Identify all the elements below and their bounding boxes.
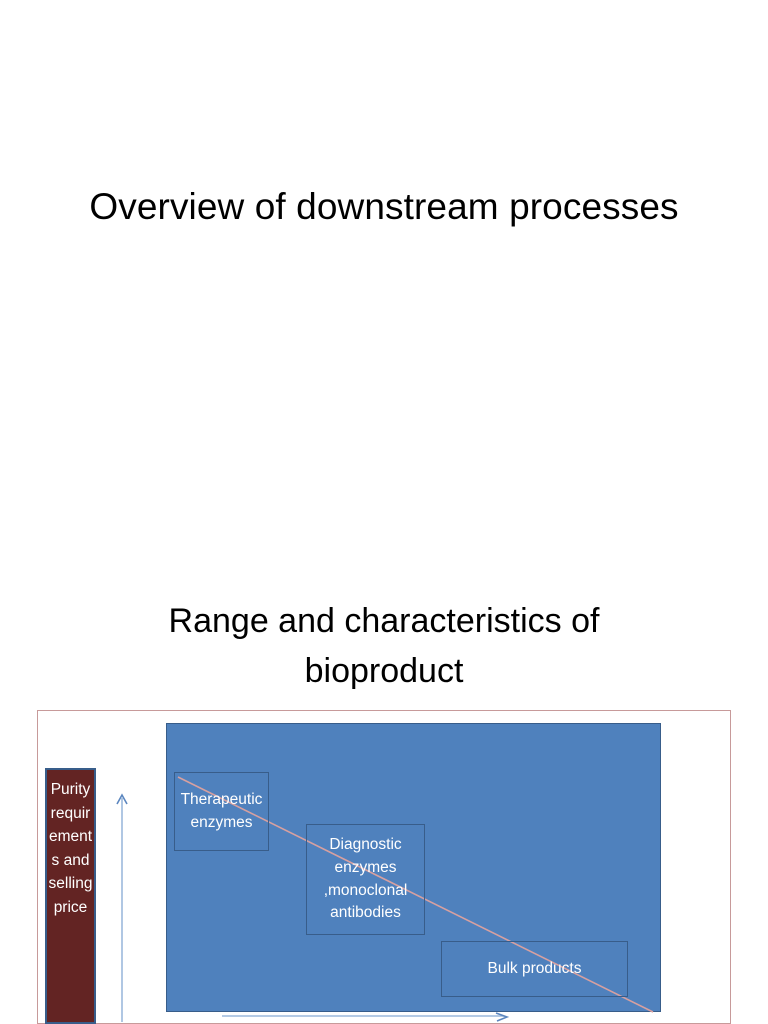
callout-therapeutic-enzymes: Therapeutic enzymes: [174, 772, 269, 851]
callout-bulk-products: Bulk products: [441, 941, 628, 997]
right-arrow-icon: [222, 1012, 510, 1022]
page-title-overview: Overview of downstream processes: [89, 186, 679, 227]
callout-diagnostic-enzymes-monoclonal-antibodies: Diagnostic enzymes ,monoclonal antibodie…: [306, 824, 425, 935]
page-title-range: Range and characteristics of bioproduct: [168, 602, 600, 691]
y-axis-label-box: Purity requirements and selling price: [45, 768, 96, 1024]
up-arrow-icon: [116, 793, 128, 1022]
